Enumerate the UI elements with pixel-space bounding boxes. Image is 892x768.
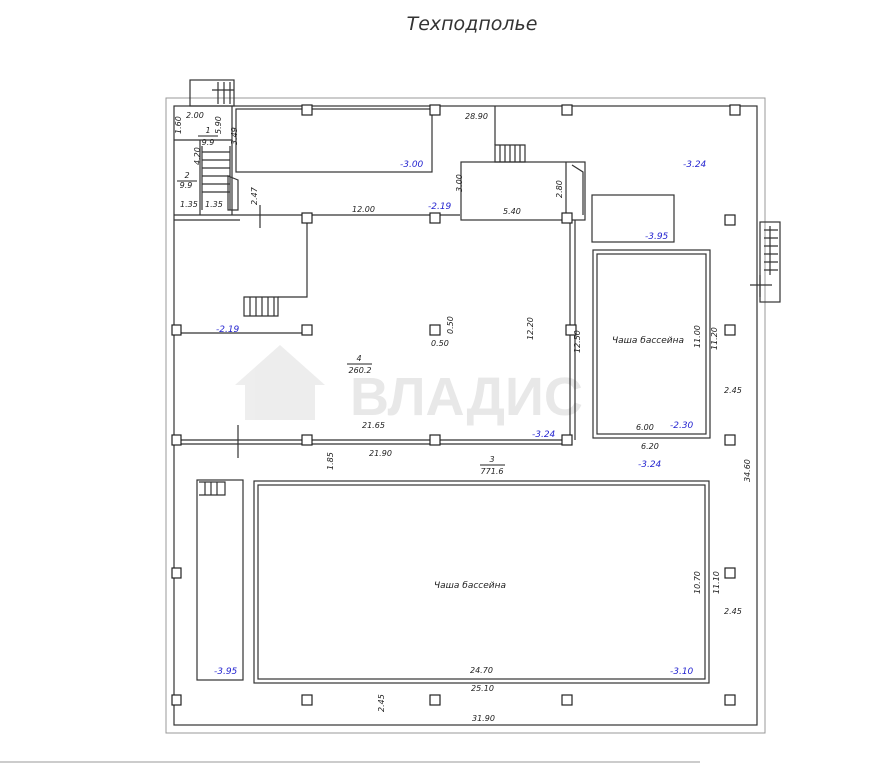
dimension: 2.45 <box>724 607 742 616</box>
elevation: -3.00 <box>400 160 424 170</box>
dimension: 2.47 <box>250 186 259 205</box>
dimension: 4.20 <box>193 147 202 165</box>
dimension: 3.00 <box>455 174 464 192</box>
elevation-marks: -3.00 -2.19 -3.24 -3.95 -2.19 -3.24 -2.3… <box>214 160 707 677</box>
corridor-wall <box>174 214 460 221</box>
dimension: 0.50 <box>446 316 455 334</box>
dimension: 2.80 <box>555 180 564 198</box>
columns <box>171 104 741 706</box>
dimension: 34.60 <box>743 459 752 482</box>
room-4-number: 4 <box>356 354 361 363</box>
ramp-right <box>565 162 584 220</box>
dimension: 1.85 <box>326 452 335 470</box>
elevation: -3.24 <box>638 460 662 470</box>
watermark-logo: ВЛАДИС <box>235 345 583 427</box>
elevation: -3.24 <box>683 160 707 170</box>
big-pool-label: Чаша бассейна <box>434 581 506 591</box>
dimension: 25.10 <box>471 684 494 693</box>
dimension: 2.45 <box>724 386 742 395</box>
dimension: 11.20 <box>710 327 719 350</box>
room-3-area: 771.6 <box>481 467 504 476</box>
elevation: -2.19 <box>216 325 240 335</box>
dimension: 2.45 <box>377 694 386 712</box>
dimension: 1.35 <box>180 200 198 209</box>
dimension: 12.20 <box>526 317 535 340</box>
dimension: 12.50 <box>573 330 582 353</box>
room-1-2-walls <box>174 106 240 216</box>
small-pool-inner <box>596 253 707 435</box>
room-2-number: 2 <box>184 171 189 180</box>
watermark-text: ВЛАДИС <box>350 367 583 427</box>
dimension: 3.49 <box>230 127 239 145</box>
ramp-left <box>227 175 239 211</box>
room-4-area: 260.2 <box>349 366 372 375</box>
dimension: 5.40 <box>503 207 521 216</box>
room-1-area: 9.9 <box>202 138 215 147</box>
elevation: -2.30 <box>670 421 694 431</box>
outer-wall <box>165 97 766 734</box>
dimension: 10.70 <box>693 571 702 594</box>
elevation: -3.95 <box>645 232 669 242</box>
big-pool-outer <box>253 480 710 684</box>
hall-wall-lower <box>174 205 570 458</box>
dimension: 0.50 <box>431 339 449 348</box>
dimension: 11.10 <box>712 571 721 594</box>
dimension: 11.00 <box>693 325 702 348</box>
room-small <box>460 161 586 221</box>
dimension: 31.90 <box>472 714 495 723</box>
dimension: 2.00 <box>186 111 204 120</box>
elevation: -3.95 <box>214 667 238 677</box>
stair-hall <box>243 296 279 317</box>
elevation: -2.19 <box>428 202 452 212</box>
dimension: 6.20 <box>641 442 659 451</box>
dimension: 6.00 <box>636 423 654 432</box>
room-pit <box>591 194 675 243</box>
stair-left <box>201 146 231 210</box>
dimension: 28.90 <box>465 112 488 121</box>
room-2-area: 9.9 <box>180 181 193 190</box>
small-pool-outer <box>592 249 711 439</box>
plan-title: Техподполье <box>407 13 538 35</box>
elevation: -3.24 <box>532 430 556 440</box>
stair-mid <box>494 144 526 163</box>
room-labels: 1 9.9 2 9.9 4 260.2 3 771.6 Чаша бассейн… <box>177 126 684 591</box>
dimension-labels: 2.00 1.60 5.90 3.49 4.20 1.35 1.35 2.47 … <box>174 111 752 723</box>
stair-right <box>750 221 781 303</box>
inner-wall <box>173 105 758 726</box>
hall-partition <box>278 220 308 298</box>
dimension: 1.60 <box>174 116 183 134</box>
dimension: 24.70 <box>470 666 493 675</box>
stair-top-left <box>189 79 235 107</box>
small-pool-label: Чаша бассейна <box>612 336 684 346</box>
stair-pit <box>199 481 226 496</box>
room-3-number: 3 <box>489 455 494 464</box>
dimension: 21.90 <box>369 449 392 458</box>
dimension: 1.35 <box>205 200 223 209</box>
dimension: 5.90 <box>214 116 223 134</box>
big-pool-inner <box>257 484 706 680</box>
narrow-pit <box>196 479 244 681</box>
dimension: 21.65 <box>362 421 385 430</box>
room-1-number: 1 <box>205 126 210 135</box>
room-upper <box>235 108 433 173</box>
dimension: 12.00 <box>352 205 375 214</box>
elevation: -3.10 <box>670 667 694 677</box>
